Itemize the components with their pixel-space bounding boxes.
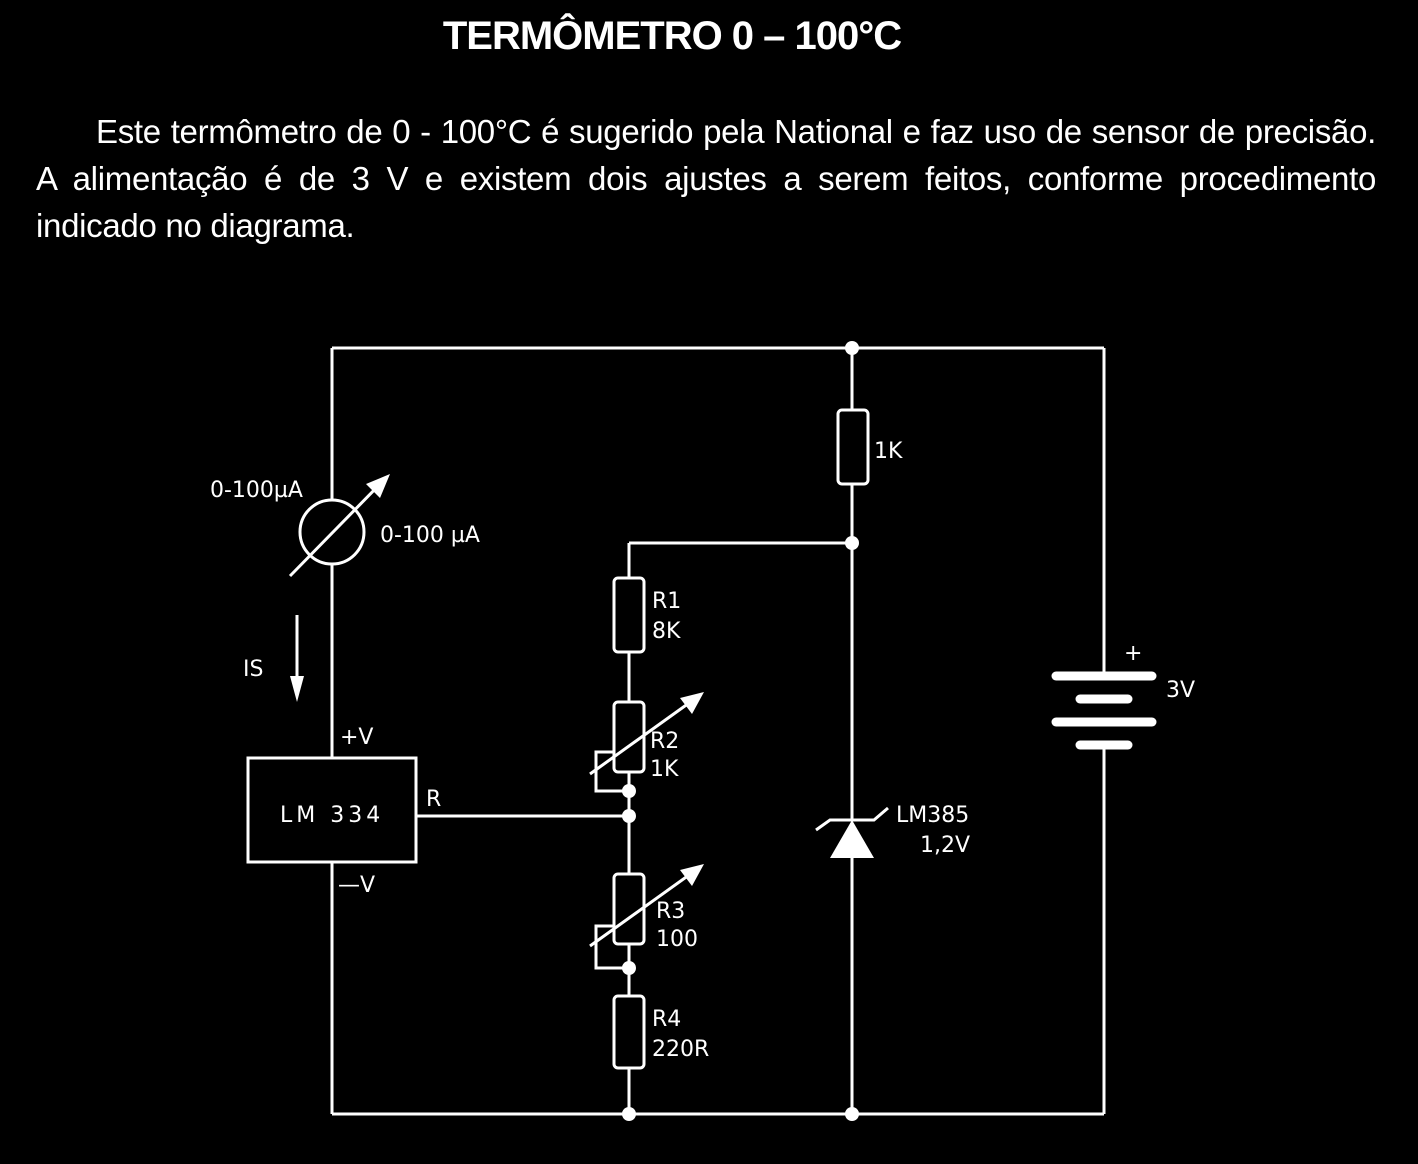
- resistor-r1: R1 8K: [612, 576, 681, 654]
- meter-label-left: 0-100µA: [210, 478, 303, 503]
- battery-value: 3V: [1166, 678, 1195, 703]
- resistor-1k-label: 1K: [874, 439, 903, 464]
- resistor-1k: 1K: [836, 408, 903, 486]
- battery-polarity: +: [1124, 641, 1142, 666]
- r1-name: R1: [652, 589, 681, 614]
- lm334-pin-r: R: [426, 787, 441, 812]
- junction-dot: [622, 809, 636, 823]
- r4-name: R4: [652, 1007, 681, 1032]
- r4-value: 220R: [652, 1037, 709, 1062]
- current-label: IS: [243, 657, 263, 682]
- zener-lm385: LM385 1,2V: [815, 803, 970, 858]
- junction-dot: [845, 341, 859, 355]
- junction-dot: [845, 1107, 859, 1121]
- intro-paragraph: Este termômetro de 0 - 100°C é sugerido …: [36, 113, 1376, 244]
- zener-name: LM385: [896, 803, 969, 828]
- wires: [330, 346, 1106, 1116]
- r2-value: 1K: [650, 757, 679, 782]
- junction-dot: [622, 1107, 636, 1121]
- meter-label-right: 0-100 µA: [380, 523, 480, 548]
- page-title: TERMÔMETRO 0 – 100°C: [442, 14, 902, 58]
- zener-value: 1,2V: [920, 833, 970, 858]
- r1-value: 8K: [652, 619, 681, 644]
- r3-value: 100: [656, 927, 698, 952]
- current-arrow: IS: [243, 615, 304, 702]
- lm334-pin-minus: —V: [338, 873, 375, 898]
- battery-3v: + 3V: [1051, 641, 1195, 750]
- lm334-label: LM 334: [280, 803, 384, 828]
- r3-name: R3: [656, 899, 685, 924]
- trimmer-r3: R3 100: [589, 864, 704, 970]
- lm334-chip: LM 334 +V —V R: [246, 725, 441, 898]
- arrow-down-icon: [290, 676, 304, 702]
- r2-name: R2: [650, 729, 679, 754]
- ammeter: 0-100µA 0-100 µA: [210, 474, 480, 578]
- junction-dot: [845, 536, 859, 550]
- resistor-r4: R4 220R: [612, 994, 709, 1070]
- trimmer-r2: R2 1K: [589, 692, 704, 793]
- lm334-pin-plus: +V: [340, 725, 373, 750]
